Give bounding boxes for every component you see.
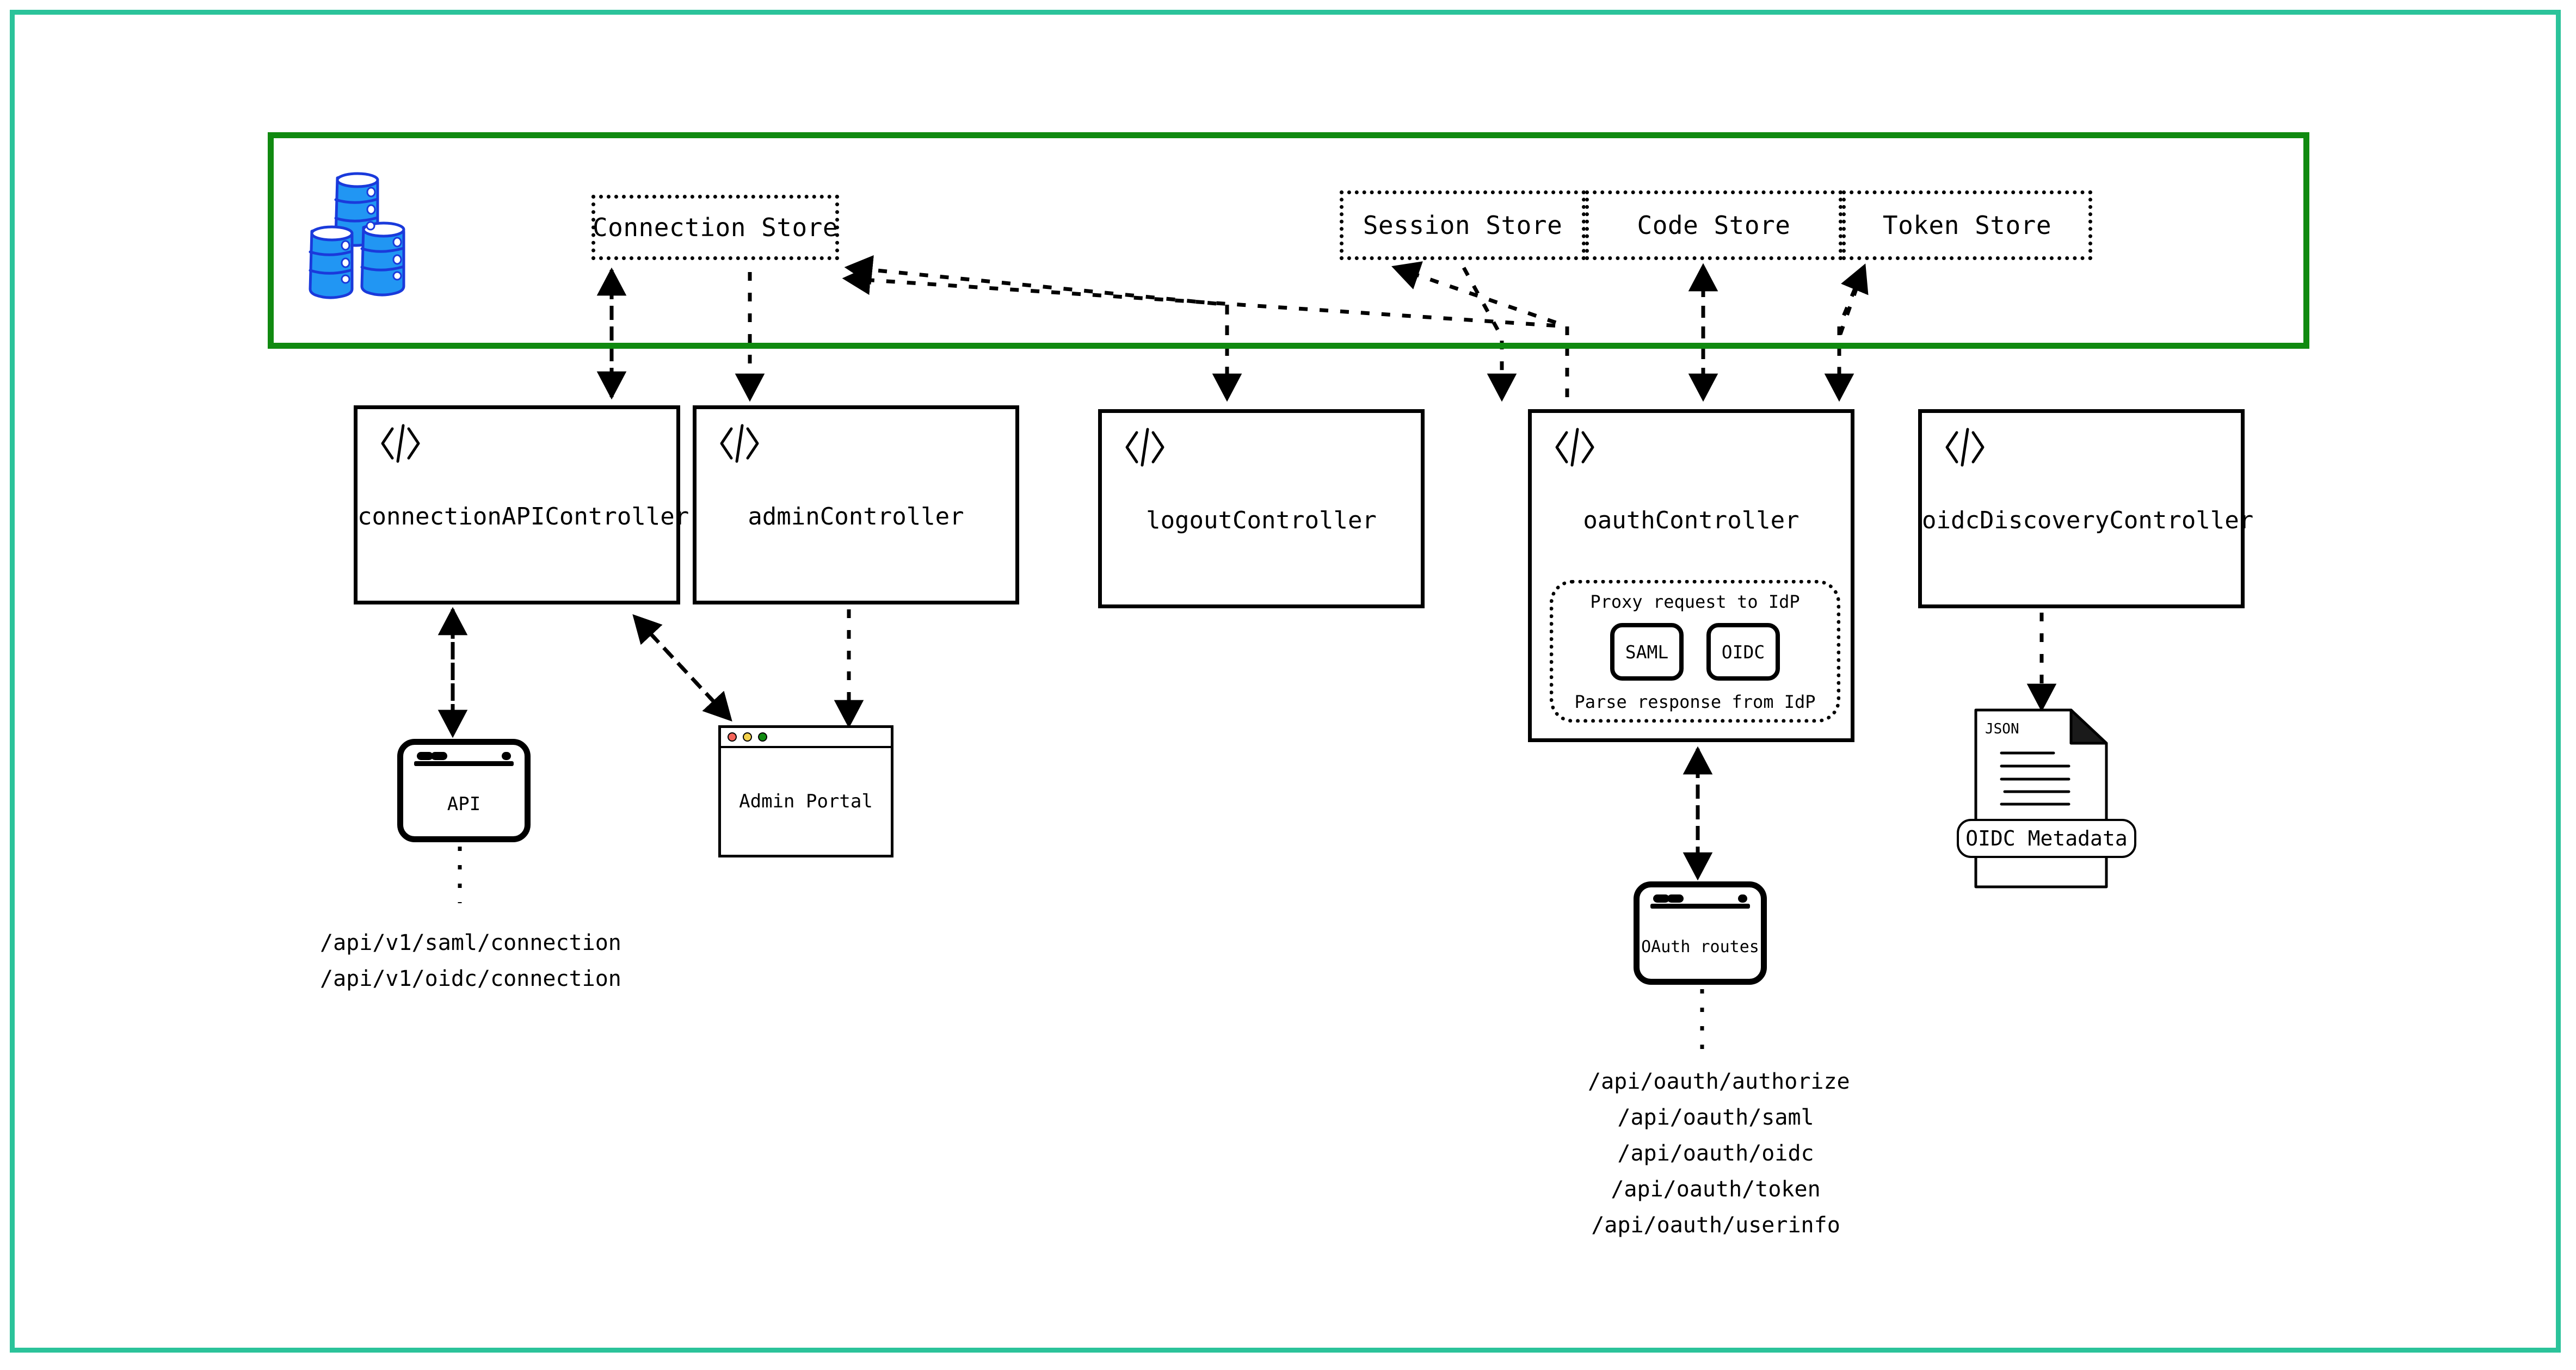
oauth-routes-label: OAuth routes (1641, 937, 1759, 956)
oidc-pill[interactable]: OIDC (1706, 623, 1780, 681)
api-icon-label: API (447, 793, 481, 815)
code-icon (376, 419, 425, 468)
route-item: /api/v1/oidc/connection (320, 966, 621, 991)
connection-routes-list: /api/v1/saml/connection /api/v1/oidc/con… (320, 925, 621, 997)
titlebar-dot (416, 752, 433, 760)
proxy-protocol-pills: SAML OIDC (1610, 623, 1780, 681)
titlebar-dot (431, 752, 448, 760)
session-store-label: Session Store (1363, 211, 1563, 240)
minimize-dot-icon[interactable] (743, 732, 752, 742)
titlebar-dot (1738, 894, 1748, 903)
database-stack-icon (305, 166, 441, 307)
parse-response-label: Parse response from IdP (1574, 692, 1816, 712)
code-icon (1120, 423, 1169, 472)
proxy-request-label: Proxy request to IdP (1590, 591, 1800, 612)
oauth-controller-box[interactable]: oauthController Proxy request to IdP SAM… (1528, 409, 1854, 742)
oidc-metadata-label: OIDC Metadata (1965, 826, 2128, 850)
api-icon[interactable]: API (397, 739, 531, 842)
oauth-routes-list: /api/oauth/authorize /api/oauth/saml /ap… (1588, 1064, 1850, 1243)
session-store-box[interactable]: Session Store (1340, 190, 1586, 260)
maximize-dot-icon[interactable] (758, 732, 767, 742)
controller-label: logoutController (1146, 507, 1377, 534)
saml-pill-label: SAML (1625, 641, 1669, 663)
titlebar-dot (1667, 894, 1684, 903)
controller-label: oauthController (1583, 507, 1799, 534)
proxy-group: Proxy request to IdP SAML OIDC Parse res… (1550, 580, 1840, 723)
admin-controller-box[interactable]: adminController (693, 405, 1019, 604)
code-store-box[interactable]: Code Store (1585, 190, 1842, 260)
code-icon (715, 419, 764, 468)
browser-titlebar (721, 728, 891, 748)
admin-portal-window[interactable]: Admin Portal (718, 725, 893, 857)
saml-pill[interactable]: SAML (1610, 623, 1684, 681)
code-store-label: Code Store (1637, 211, 1791, 240)
route-item: /api/v1/saml/connection (320, 930, 621, 955)
oauth-routes-icon[interactable]: OAuth routes (1634, 881, 1767, 985)
controller-label: connectionAPIController (358, 503, 689, 530)
connection-store-box[interactable]: Connection Store (591, 195, 839, 260)
titlebar-divider (414, 761, 514, 766)
code-icon (1940, 423, 1989, 472)
route-item: /api/oauth/authorize (1588, 1069, 1850, 1094)
admin-portal-label: Admin Portal (739, 791, 873, 812)
controller-label: oidcDiscoveryController (1922, 507, 2254, 534)
close-dot-icon[interactable] (728, 732, 737, 742)
route-item: /api/oauth/oidc (1617, 1141, 1814, 1166)
route-item: /api/oauth/userinfo (1591, 1213, 1840, 1238)
oidc-discovery-controller-box[interactable]: oidcDiscoveryController (1918, 409, 2254, 608)
code-icon (1550, 423, 1599, 472)
titlebar-dot (1653, 894, 1669, 903)
route-item: /api/oauth/token (1611, 1177, 1821, 1202)
logout-controller-box[interactable]: logoutController (1098, 409, 1425, 608)
connection-api-controller-box[interactable]: connectionAPIController (354, 405, 689, 604)
route-item: /api/oauth/saml (1617, 1105, 1814, 1130)
oidc-metadata-label-pill: OIDC Metadata (1957, 819, 2136, 858)
token-store-box[interactable]: Token Store (1842, 190, 2092, 260)
titlebar-dot (502, 752, 511, 760)
connection-store-label: Connection Store (592, 213, 839, 242)
store-container (268, 132, 2309, 349)
controller-label: adminController (748, 503, 964, 530)
titlebar-divider (1650, 904, 1750, 909)
oidc-pill-label: OIDC (1721, 641, 1765, 663)
svg-text:JSON: JSON (1985, 721, 2019, 737)
token-store-label: Token Store (1882, 211, 2052, 240)
oidc-metadata-document-icon[interactable]: JSON (1973, 707, 2115, 890)
